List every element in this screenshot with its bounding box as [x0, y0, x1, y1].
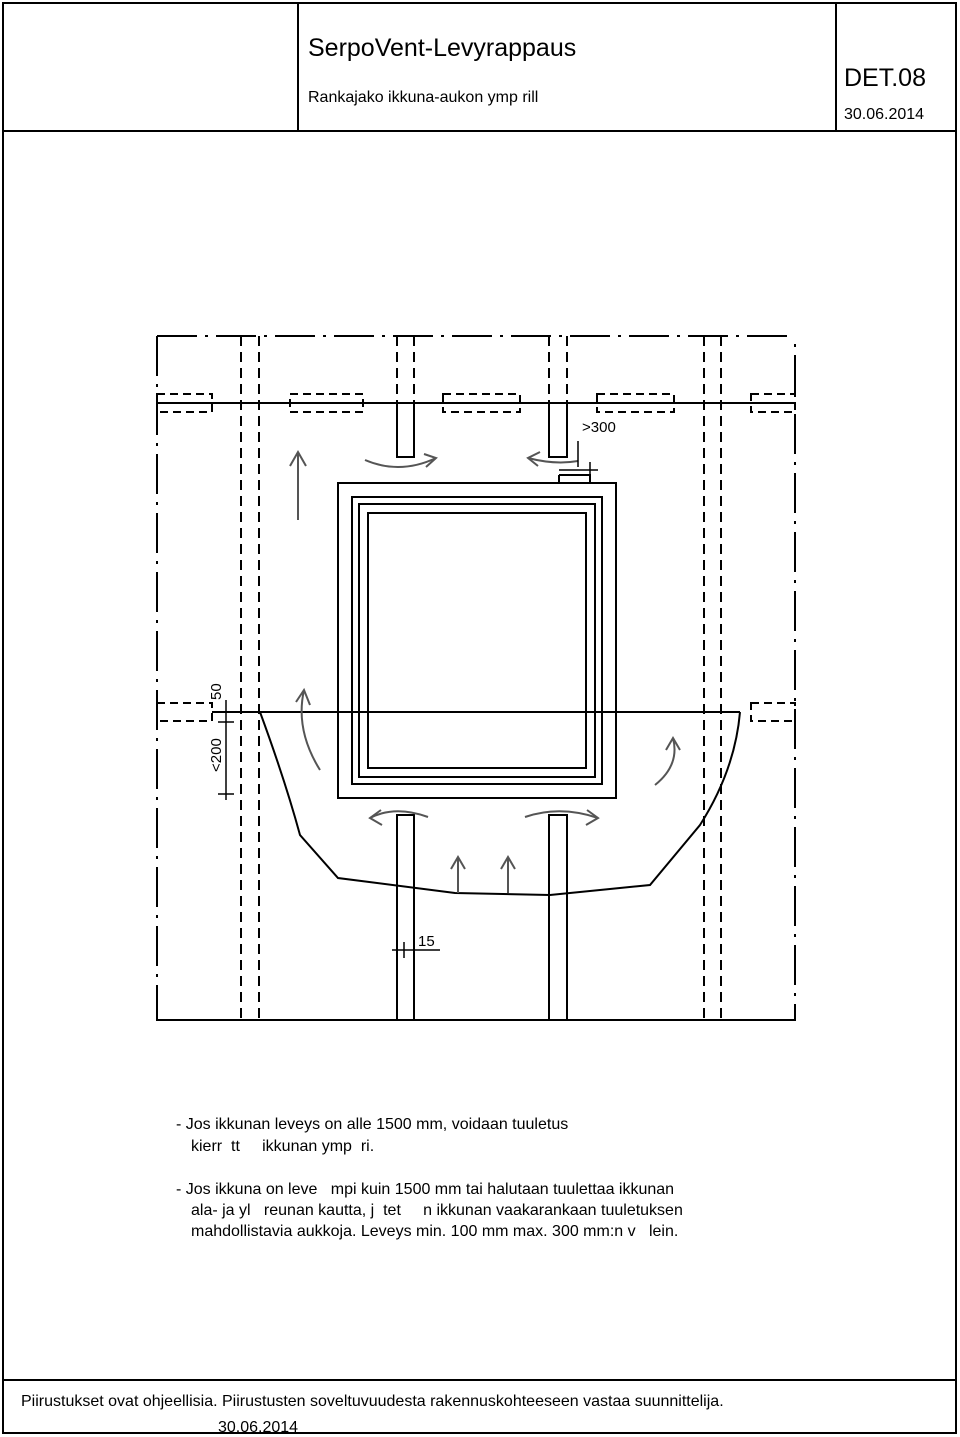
stud-above-window-left	[396, 405, 415, 458]
note-line-2: kierr tt ikkunan ymp ri.	[191, 1138, 375, 1155]
vertical-studs	[240, 336, 722, 1020]
title-cell: SerpoVent-Levyrappaus Rankajako ikkuna-a…	[299, 4, 837, 132]
note-line-5: mahdollistavia aukkoja. Leveys min. 100 …	[191, 1223, 679, 1240]
note-line-1: - Jos ikkunan leveys on alle 1500 mm, vo…	[176, 1116, 569, 1133]
dim-200: <200	[208, 738, 225, 772]
stud-below-window-right	[548, 814, 568, 1020]
window-frame-2	[351, 496, 603, 785]
dim-300: >300	[582, 419, 616, 436]
detail-cell: DET.08 30.06.2014	[837, 4, 955, 132]
footer: Piirustukset ovat ohjeellisia. Piirustus…	[4, 1379, 955, 1436]
stud-below-window-left	[396, 814, 415, 1020]
window-glass	[367, 512, 587, 769]
dim-15: 15	[418, 933, 435, 950]
drawing-subtitle: Rankajako ikkuna-aukon ymp rill	[308, 89, 539, 106]
dimension-lines	[218, 441, 598, 958]
wall-outline	[156, 336, 796, 1021]
header-date: 30.06.2014	[844, 106, 925, 123]
vent-gap	[558, 474, 591, 483]
window-frame-3	[358, 503, 596, 778]
stud-above-window-right	[548, 405, 568, 458]
logo-cell	[4, 4, 299, 132]
detail-number: DET.08	[844, 64, 926, 92]
blocking-pieces	[156, 393, 796, 722]
footer-disclaimer: Piirustukset ovat ohjeellisia. Piirustus…	[21, 1393, 724, 1410]
airflow-boundary	[259, 711, 741, 897]
dim-50: 50	[208, 683, 225, 700]
note-line-4: ala- ja yl reunan kautta, j tet n ikkuna…	[191, 1202, 683, 1219]
window-outer-frame	[337, 482, 617, 799]
drawing-title: SerpoVent-Levyrappaus	[308, 34, 577, 62]
footer-date: 30.06.2014	[218, 1419, 299, 1436]
airflow-arrows	[289, 449, 681, 893]
note-line-3: - Jos ikkuna on leve mpi kuin 1500 mm ta…	[176, 1181, 675, 1198]
